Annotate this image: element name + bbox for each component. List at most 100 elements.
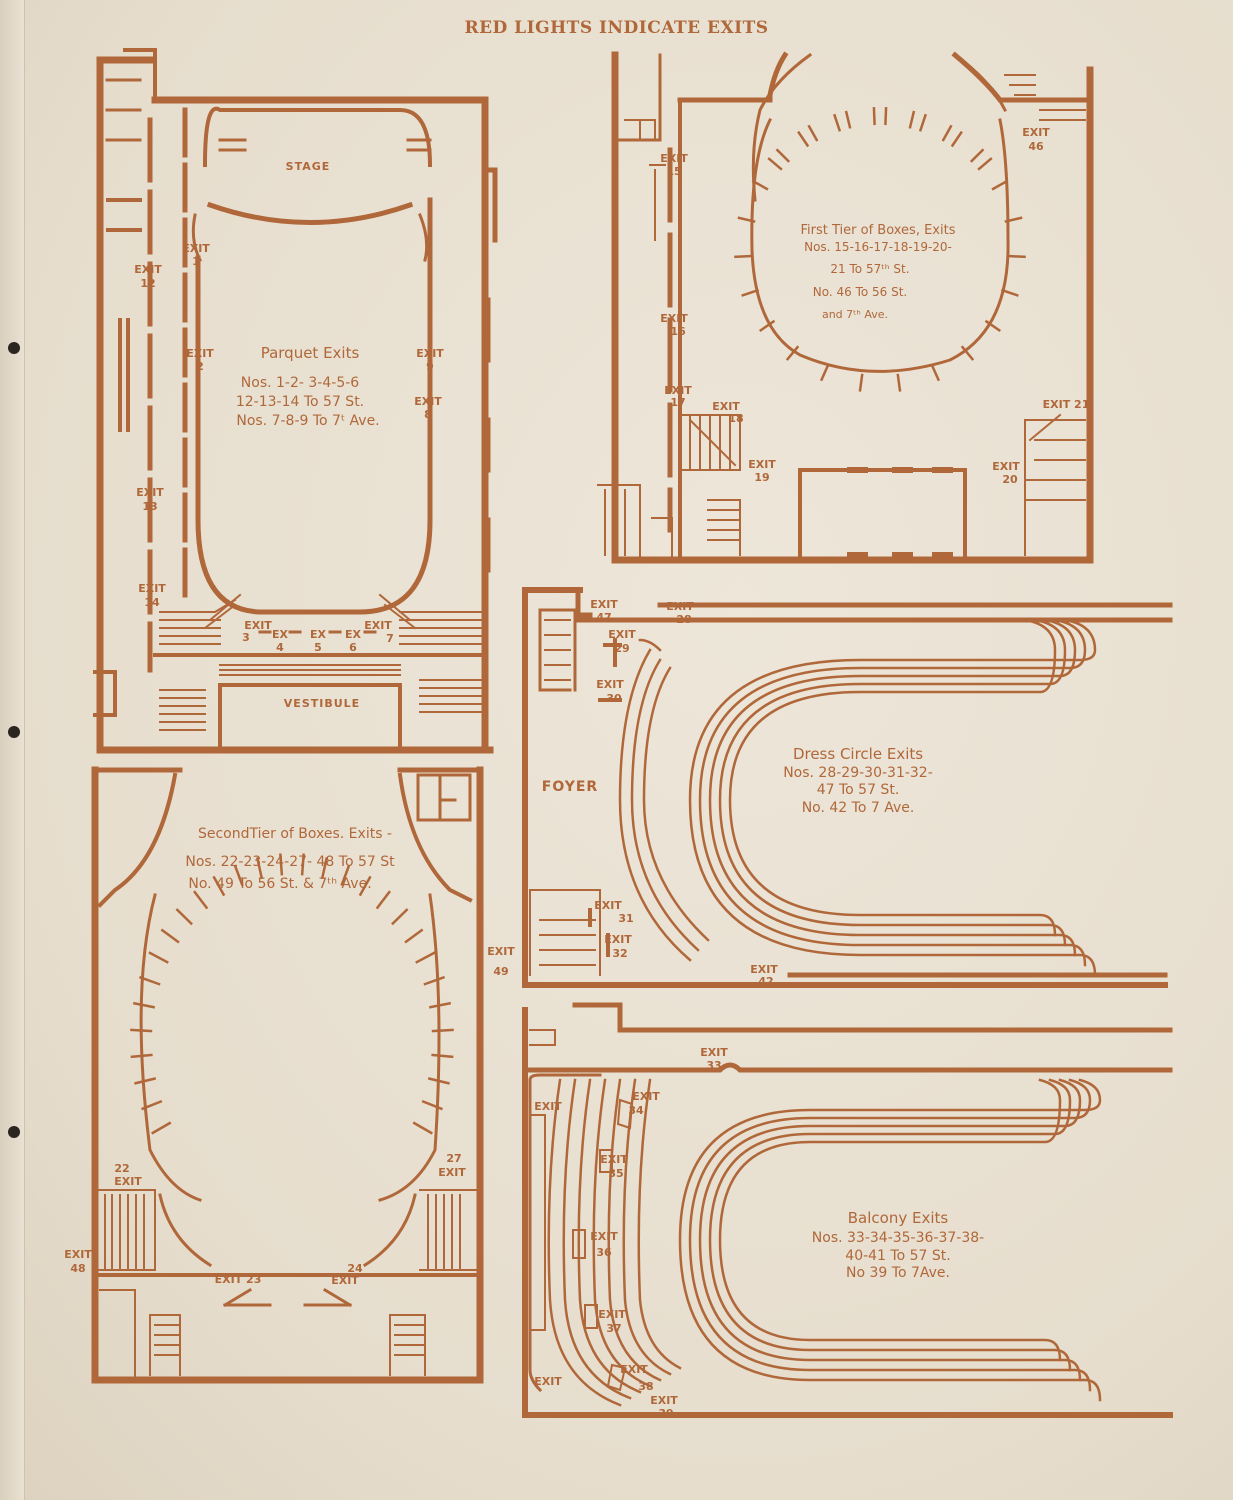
exit-label: 9: [426, 360, 434, 373]
exit-label: EXIT: [620, 1363, 648, 1376]
exit-label: EXIT: [138, 582, 166, 595]
balcony-caption: Balcony Exits Nos. 33-34-35-36-37-38- 40…: [812, 1209, 984, 1281]
box-partition: [130, 1028, 153, 1033]
exit-label: 8: [424, 408, 432, 421]
box-partition: [1004, 216, 1023, 223]
box-partition: [130, 1053, 153, 1059]
box-partition: [427, 1077, 450, 1085]
exit-label: EXIT: [598, 1308, 626, 1321]
exit-label: EXIT: [712, 400, 740, 413]
exit-label: EXIT: [632, 1090, 660, 1103]
box-partition: [1000, 288, 1019, 297]
exit-label: EXIT: [534, 1100, 562, 1113]
box-partition: [160, 928, 180, 944]
box-partition: [428, 1001, 452, 1009]
box-partition: [785, 345, 800, 361]
exit-label: EXIT: [136, 486, 164, 499]
box-partition: [233, 864, 244, 887]
exit-label: EXIT: [600, 1153, 628, 1166]
box-partition: [404, 928, 424, 944]
box-partition: [751, 179, 769, 191]
dress-circle-caption: Dress Circle Exits Nos. 28-29-30-31-32- …: [783, 745, 933, 816]
exit-label: EXIT: [534, 1375, 562, 1388]
exit-label: EX: [310, 628, 327, 641]
exit-label: 47: [596, 611, 611, 624]
exit-label: EXIT: [748, 458, 776, 471]
box-partition: [819, 363, 830, 382]
box-partition: [358, 875, 372, 897]
box-partition: [797, 130, 810, 148]
box-partition: [977, 157, 993, 171]
box-partition: [807, 124, 819, 142]
caption-line: No. 42 To 7 Ave.: [802, 800, 915, 816]
exit-label: 13: [142, 500, 157, 513]
exit-label: 28: [676, 613, 691, 626]
box-partition: [950, 130, 963, 148]
exit-label: 3: [242, 631, 250, 644]
exit-label: 39: [658, 1407, 673, 1420]
exit-label: 14: [144, 596, 160, 609]
exit-label: EXIT 21: [1043, 398, 1090, 411]
exit-labels: EXIT 1 EXIT 2 EXIT 12 EXIT 13 EXIT 14 EX…: [64, 126, 1089, 1420]
dress-circle-plan: [522, 587, 1173, 988]
box-partition: [138, 975, 161, 986]
exit-label: EXIT: [604, 933, 632, 946]
box-partition: [991, 179, 1009, 191]
exit-label: EXIT: [414, 395, 442, 408]
exit-label: EXIT: [244, 619, 272, 632]
box-partition: [741, 288, 760, 297]
box-partition: [734, 254, 753, 259]
caption-line: Dress Circle Exits: [793, 745, 923, 763]
caption-line: 21 To 57ᵗʰ St.: [830, 262, 909, 276]
exit-label: 49: [493, 965, 508, 978]
box-partition: [884, 107, 888, 126]
exit-label: 7: [386, 632, 394, 645]
box-partition: [320, 857, 329, 880]
exit-label: 34: [628, 1104, 644, 1117]
exit-label: EX: [345, 628, 362, 641]
box-partition: [984, 319, 1002, 333]
box-partition: [375, 890, 391, 910]
exit-label: 35: [608, 1167, 623, 1180]
exit-label: EX: [272, 628, 289, 641]
exit-label: EXIT: [186, 347, 214, 360]
caption-line: First Tier of Boxes, Exits: [801, 223, 956, 238]
box-partition: [255, 857, 264, 880]
box-partition: [930, 363, 941, 382]
exit-label: EXIT: [700, 1046, 728, 1059]
exit-label: 12: [140, 277, 155, 290]
caption-line: No. 46 To 56 St.: [813, 285, 908, 299]
caption-line: Nos. 28-29-30-31-32-: [783, 765, 933, 781]
box-partition: [872, 107, 876, 126]
exit-label: EXIT: [660, 152, 688, 165]
exit-label: EXIT: [590, 1230, 618, 1243]
exit-label: 2: [196, 360, 204, 373]
exit-label: 30: [606, 692, 622, 705]
first-tier-plan: [597, 51, 1094, 564]
box-partition: [431, 1053, 454, 1059]
binding-edge: [0, 0, 25, 1500]
caption-line: 47 To 57 St.: [817, 782, 900, 798]
caption-line: Nos. 33-34-35-36-37-38-: [812, 1230, 984, 1246]
exit-label: EXIT: [660, 312, 688, 325]
exit-label: EXIT: [664, 384, 692, 397]
caption-line: 40-41 To 57 St.: [845, 1248, 950, 1264]
exit-label: 48: [70, 1262, 85, 1275]
exit-label: EXIT: [1022, 126, 1050, 139]
box-partition: [151, 1121, 172, 1135]
exit-label: EXIT: [331, 1274, 359, 1287]
box-partition: [758, 319, 776, 333]
box-partition: [300, 853, 305, 876]
box-partition: [969, 148, 985, 163]
second-tier-box-partitions: [130, 853, 454, 1135]
first-tier-caption: First Tier of Boxes, Exits Nos. 15-16-17…: [801, 223, 956, 321]
caption-line: and 7ᵗʰ Ave.: [822, 308, 888, 321]
exit-label: 17: [670, 396, 685, 409]
exit-label: EXIT: [114, 1175, 142, 1188]
exit-label: 24: [347, 1262, 363, 1275]
exit-label: 37: [606, 1322, 621, 1335]
exit-label: EXIT: [608, 628, 636, 641]
box-partition: [141, 1099, 163, 1111]
second-tier-caption: SecondTier of Boxes. Exits - Nos. 22-23-…: [185, 826, 395, 892]
